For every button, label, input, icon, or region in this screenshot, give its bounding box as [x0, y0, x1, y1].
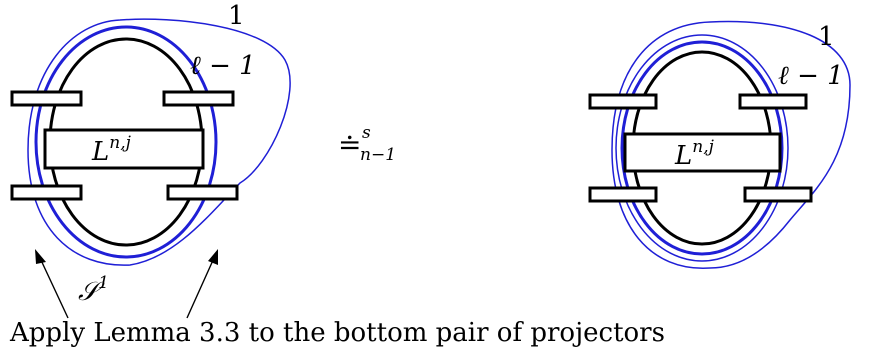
right-box-label: Ln,j [674, 137, 715, 171]
right-blue-ellipse [620, 40, 784, 256]
right-bottom-left-projector [588, 186, 658, 203]
right-bottom-right-projector [743, 186, 813, 203]
right-figure: 1 ℓ − 1 Ln,j [588, 20, 851, 269]
left-box-label: Ln,j [91, 133, 132, 167]
right-box-label-sup: n,j [692, 137, 714, 157]
left-top-left-projector [10, 90, 83, 107]
left-inner-label: ℓ − 1 [190, 51, 256, 81]
caption: Apply Lemma 3.3 to the bottom pair of pr… [9, 318, 665, 348]
left-blue-ellipse [34, 25, 218, 259]
left-box-label-main: L [91, 137, 109, 167]
left-bottom-right-projector [166, 184, 239, 201]
right-top-right-projector [738, 93, 808, 110]
left-outer-thin-loop [27, 18, 291, 266]
right-inner-label: ℓ − 1 [778, 61, 844, 91]
right-box-label-main: L [674, 141, 692, 171]
surface-arrow-right [186, 257, 215, 319]
surface-arrowhead-left [35, 249, 46, 264]
surface-label-sup: 1 [98, 273, 109, 293]
relation-symbol: ≐ [338, 128, 361, 161]
left-figure: 1 ℓ − 1 Ln,j 𝒮1 [10, 1, 291, 319]
right-outer-label: 1 [818, 22, 835, 52]
right-L-box [623, 132, 782, 173]
surface-arrow-left [39, 257, 69, 319]
right-inner-thin-loop [615, 34, 789, 262]
left-L-box [43, 128, 205, 170]
relation-superscript: s [362, 123, 371, 143]
right-top-left-projector [588, 93, 658, 110]
left-bottom-left-projector [10, 184, 83, 201]
left-top-right-projector [162, 90, 235, 107]
relation-subscript: n−1 [360, 145, 396, 165]
relation: ≐ s n−1 [338, 123, 396, 165]
left-outer-label: 1 [228, 1, 245, 31]
surface-arrowhead-right [208, 249, 218, 265]
left-box-label-sup: n,j [109, 133, 131, 153]
surface-label: 𝒮1 [78, 273, 109, 307]
